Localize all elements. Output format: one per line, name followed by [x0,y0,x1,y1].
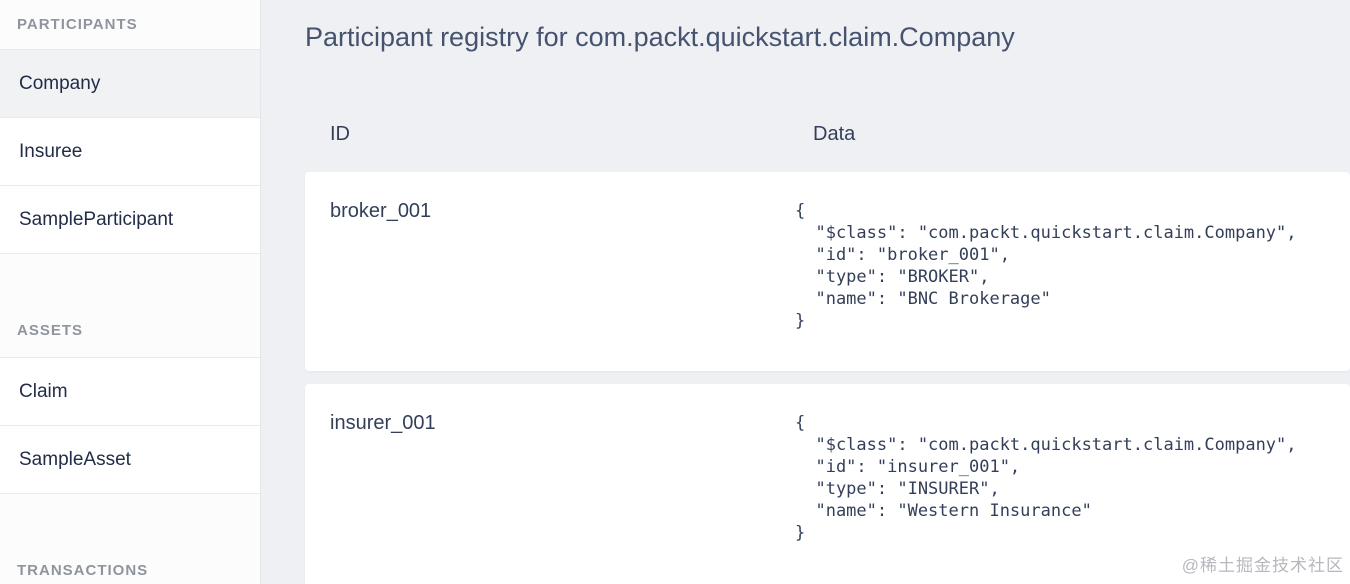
watermark: @稀土掘金技术社区 [1181,556,1344,575]
sidebar-item-company[interactable]: Company [0,50,260,118]
registry-row-broker_001: broker_001 { "$class": "com.packt.quicks… [305,172,1350,371]
sidebar-section: ASSETS Claim SampleAsset [0,254,260,494]
sidebar-section-header: ASSETS [0,254,260,358]
sidebar-section-header: PARTICIPANTS [0,0,260,50]
sidebar-section-label: ASSETS [17,322,84,339]
sidebar-section-items: Company Insuree SampleParticipant [0,50,260,254]
sidebar-item-label: SampleAsset [19,448,131,470]
sidebar-item-sampleparticipant[interactable]: SampleParticipant [0,186,260,254]
column-header-data: Data [813,122,856,145]
row-id-cell: insurer_001 [330,412,436,434]
row-json-data: { "$class": "com.packt.quickstart.claim.… [795,201,1297,331]
row-json-data: { "$class": "com.packt.quickstart.claim.… [795,413,1297,543]
sidebar-item-label: Claim [19,380,68,402]
row-data-cell: { "$class": "com.packt.quickstart.claim.… [795,412,1297,584]
column-header-id: ID [330,122,350,145]
registry-rows: broker_001 { "$class": "com.packt.quicks… [305,172,1350,584]
sidebar-item-claim[interactable]: Claim [0,358,260,426]
sidebar-item-label: Insuree [19,140,83,162]
registry-row-insurer_001: insurer_001 { "$class": "com.packt.quick… [305,384,1350,584]
sidebar-section-items: Claim SampleAsset [0,358,260,494]
row-data-cell: { "$class": "com.packt.quickstart.claim.… [795,200,1297,371]
sidebar-section-header: TRANSACTIONS [0,494,260,584]
sidebar-item-insuree[interactable]: Insuree [0,118,260,186]
sidebar-item-label: SampleParticipant [19,208,174,230]
row-id-cell: broker_001 [330,200,432,222]
sidebar-section-label: TRANSACTIONS [17,562,149,579]
sidebar-item-label: Company [19,72,101,94]
sidebar-item-sampleasset[interactable]: SampleAsset [0,426,260,494]
sidebar-sections: PARTICIPANTS Company Insuree SampleParti… [0,0,260,584]
page-title: Participant registry for com.packt.quick… [305,22,1015,52]
sidebar: PARTICIPANTS Company Insuree SampleParti… [0,0,261,584]
sidebar-section: TRANSACTIONS [0,494,260,584]
sidebar-section-label: PARTICIPANTS [17,16,138,33]
registry-table-header: ID Data [305,118,1350,150]
sidebar-section: PARTICIPANTS Company Insuree SampleParti… [0,0,260,254]
main-content: Participant registry for com.packt.quick… [261,0,1350,584]
